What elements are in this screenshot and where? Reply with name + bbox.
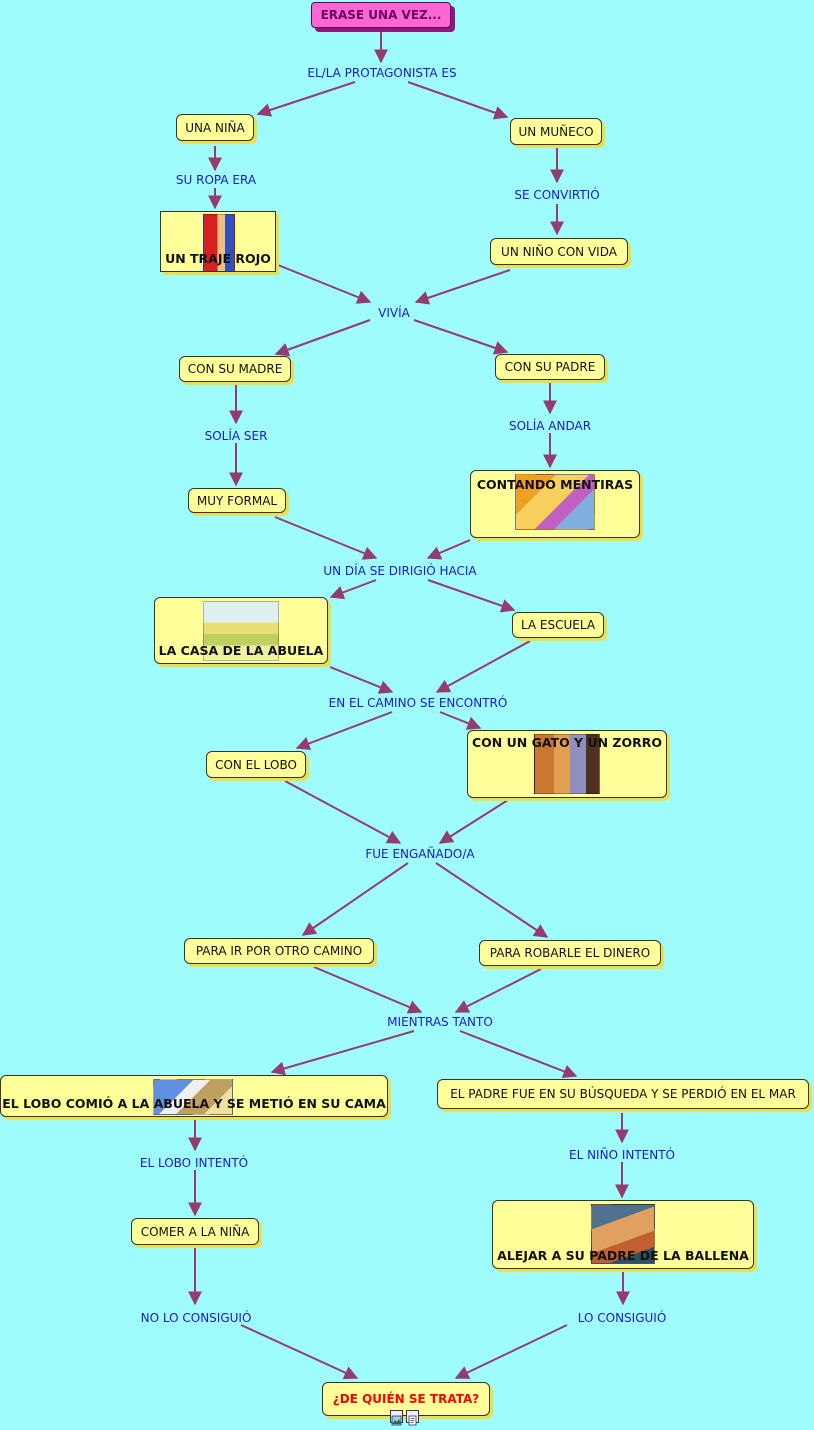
link-label-vivia: VIVÍA [378, 306, 410, 320]
whale-picture [591, 1204, 655, 1264]
node-label: LA CASA DE LA ABUELA [158, 643, 324, 658]
node-con-su-madre[interactable]: CON SU MADRE [179, 356, 291, 382]
connector-arrow [277, 264, 372, 304]
link-label-no-consiguio: NO LO CONSIGUIÓ [140, 1311, 252, 1325]
connector-arrow [274, 516, 378, 560]
link-label-protagonista: EL/LA PROTAGONISTA ES [307, 66, 457, 80]
connector-arrow [454, 1324, 568, 1379]
document-icon[interactable] [406, 1410, 419, 1426]
node-robarle-dinero[interactable]: PARA ROBARLE EL DINERO [479, 940, 661, 966]
connector-arrow [454, 968, 542, 1013]
connector-arrow [329, 666, 394, 694]
node-comer-nina[interactable]: COMER A LA NIÑA [131, 1218, 259, 1245]
connector-arrow [435, 862, 549, 938]
node-con-el-lobo[interactable]: CON EL LOBO [206, 751, 306, 778]
node-label: CONTANDO MENTIRAS [476, 477, 634, 492]
node-alejar-ballena[interactable]: ALEJAR A SU PADRE DE LA BALLENA [492, 1200, 754, 1269]
link-label-enganado: FUE ENGAÑADO/A [365, 847, 475, 861]
node-label: EL LOBO COMIÓ A LA ABUELA Y SE METIÓ EN … [2, 1096, 386, 1111]
connector-arrow [435, 640, 531, 693]
node-contando-mentiras[interactable]: CONTANDO MENTIRAS [470, 470, 640, 538]
connector-arrow [313, 966, 423, 1014]
connector-arrow [426, 539, 471, 560]
link-label-mientras: MIENTRAS TANTO [387, 1015, 493, 1029]
link-label-ropa: SU ROPA ERA [175, 173, 257, 187]
root-node[interactable]: ERASE UNA VEZ... [311, 2, 451, 28]
link-label-solia-ser: SOLÍA SER [204, 429, 268, 443]
connector-arrow [414, 269, 511, 305]
connector-arrow [459, 1030, 578, 1078]
node-padre-perdio[interactable]: EL PADRE FUE EN SU BÚSQUEDA Y SE PERDIÓ … [437, 1079, 809, 1109]
node-muy-formal[interactable]: MUY FORMAL [188, 488, 286, 513]
link-label-nino-intento: EL NIÑO INTENTÓ [568, 1148, 676, 1162]
connector-arrow [427, 579, 516, 613]
connector-arrow [270, 1030, 415, 1076]
node-traje-rojo[interactable]: UN TRAJE ROJO [160, 211, 276, 272]
connector-arrow [284, 780, 402, 844]
node-un-muneco[interactable]: UN MUÑECO [510, 118, 602, 145]
link-label-convirtio: SE CONVIRTIÓ [514, 188, 600, 202]
node-label: CON UN GATO Y UN ZORRO [472, 735, 662, 750]
connector-arrow [256, 81, 356, 117]
node-gato-zorro[interactable]: CON UN GATO Y UN ZORRO [467, 730, 667, 798]
link-label-solia-andar: SOLÍA ANDAR [508, 419, 592, 433]
connector-arrow [407, 81, 509, 120]
connector-arrow [274, 319, 371, 357]
link-label-dirigio: UN DÍA SE DIRIGIÓ HACIA [323, 564, 477, 578]
node-nino-con-vida[interactable]: UN NIÑO CON VIDA [490, 238, 628, 265]
connector-arrow [329, 579, 377, 600]
link-label-consiguio: LO CONSIGUIÓ [577, 1311, 667, 1325]
connector-arrow [438, 799, 509, 844]
connector-arrow [295, 711, 393, 751]
pinocchio-picture [515, 474, 595, 530]
node-una-nina[interactable]: UNA NIÑA [176, 114, 254, 141]
link-label-camino: EN EL CAMINO SE ENCONTRÓ [328, 696, 508, 710]
node-la-escuela[interactable]: LA ESCUELA [512, 612, 604, 638]
connector-arrow [413, 319, 509, 355]
image-icon[interactable] [390, 1410, 403, 1426]
link-label-lobo-intento: EL LOBO INTENTÓ [139, 1156, 249, 1170]
connector-arrow [301, 862, 409, 936]
wolf-grandma-picture [153, 1079, 233, 1115]
node-con-su-padre[interactable]: CON SU PADRE [495, 354, 605, 380]
node-otro-camino[interactable]: PARA IR POR OTRO CAMINO [184, 938, 374, 964]
node-lobo-comio[interactable]: EL LOBO COMIÓ A LA ABUELA Y SE METIÓ EN … [0, 1075, 388, 1117]
node-label: ALEJAR A SU PADRE DE LA BALLENA [497, 1248, 749, 1263]
node-label: UN TRAJE ROJO [165, 251, 271, 266]
connector-arrow [240, 1324, 359, 1380]
grandma-house-picture [203, 601, 279, 661]
cat-fox-picture [534, 734, 600, 794]
node-casa-abuela[interactable]: LA CASA DE LA ABUELA [154, 597, 328, 664]
red-hood-picture [203, 214, 235, 271]
connector-arrow [439, 711, 482, 730]
